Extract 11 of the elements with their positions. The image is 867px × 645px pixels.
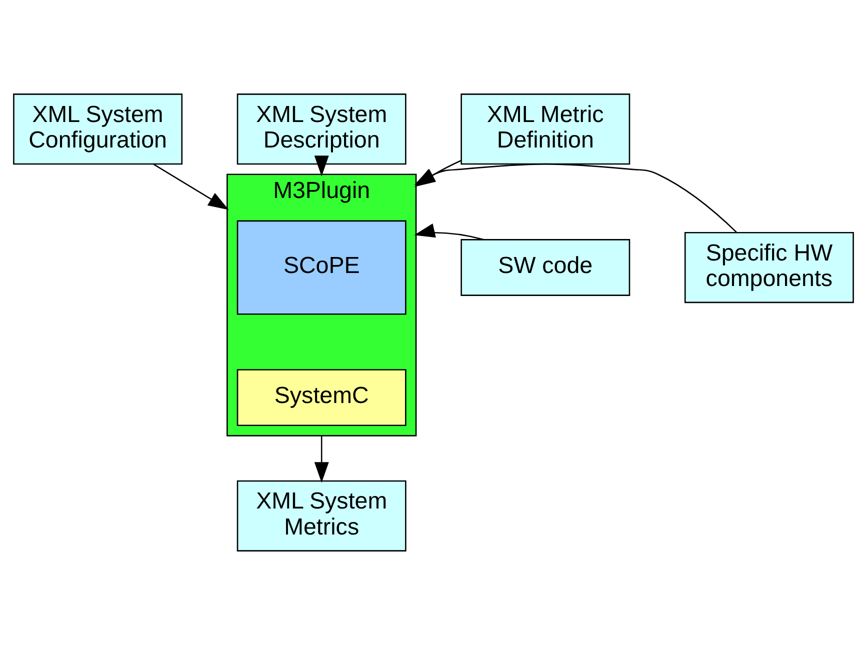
node-box: SW code — [460, 239, 630, 296]
arrow — [414, 223, 484, 240]
node-box: XML System Metrics — [236, 480, 406, 552]
node-box: SystemC — [236, 369, 406, 426]
arrow — [153, 164, 229, 210]
node-box: XML Metric Definition — [460, 94, 630, 165]
arrow — [314, 156, 329, 176]
arrow — [314, 436, 329, 483]
node-box: Specific HW components — [684, 232, 854, 304]
node-box: XML System Configuration — [13, 94, 183, 165]
node-box: SCoPE — [236, 220, 406, 315]
